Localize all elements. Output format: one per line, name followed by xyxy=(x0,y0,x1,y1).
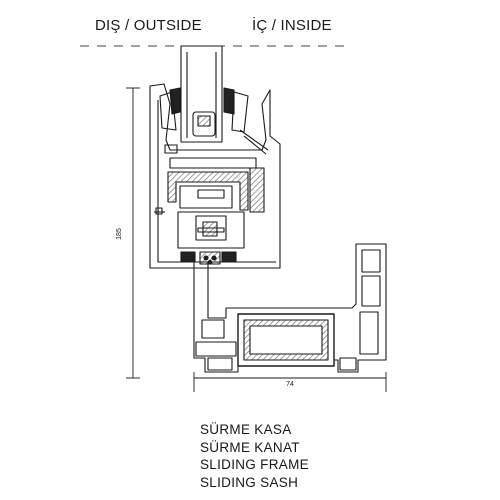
caption-line: SÜRME KANAT xyxy=(200,439,300,455)
width-dimension xyxy=(193,372,387,392)
sash-frame xyxy=(149,83,281,269)
height-dimension xyxy=(126,87,140,379)
inner-chambers xyxy=(169,157,257,249)
outside-label: DIŞ / OUTSIDE xyxy=(95,17,202,34)
caption-line: SLIDING FRAME xyxy=(200,457,309,472)
caption: SÜRME KASA SÜRME KANAT SLIDING FRAME SLI… xyxy=(200,421,400,491)
glass-pane xyxy=(180,45,223,143)
caption-line: SÜRME KASA xyxy=(200,422,292,437)
width-dimension-label: 74 xyxy=(286,381,294,388)
steel-reinforcement xyxy=(167,167,265,213)
height-dimension-label: 185 xyxy=(116,228,123,240)
frame-steel-reinforcement xyxy=(237,313,335,367)
caption-line: SLIDING SASH xyxy=(200,474,299,490)
glazing-gaskets xyxy=(159,87,249,133)
inside-label: İÇ / INSIDE xyxy=(252,17,332,34)
sliding-frame xyxy=(193,243,387,373)
locking-gasket xyxy=(180,251,237,265)
